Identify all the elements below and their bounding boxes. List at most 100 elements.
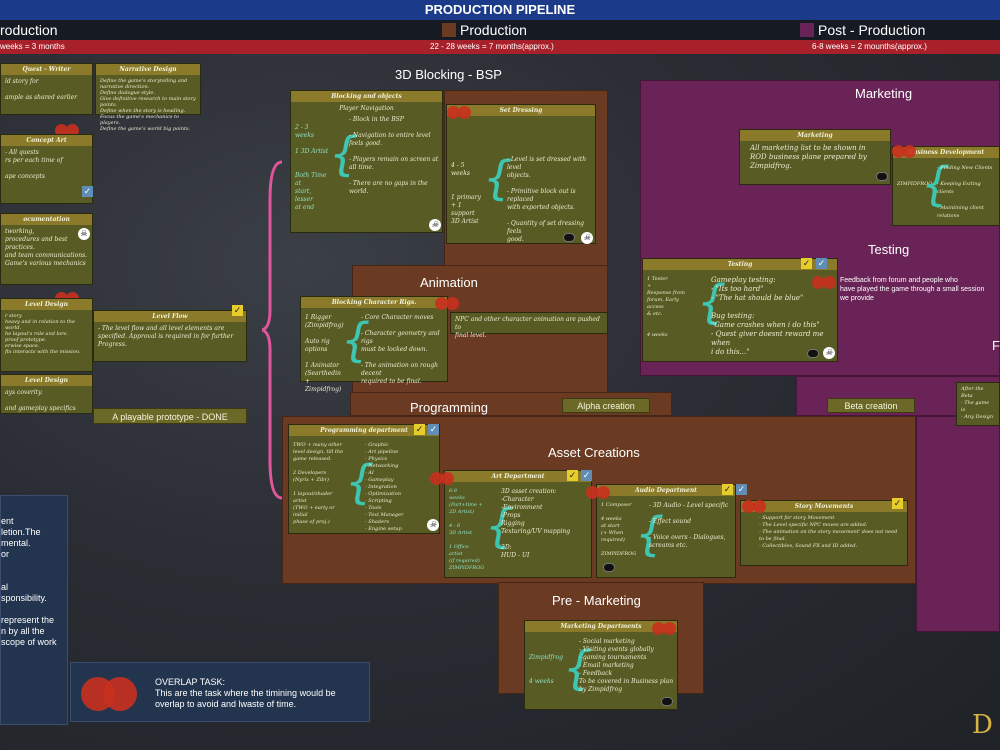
check-icon: ✓ (892, 498, 903, 509)
skull-icon: ☠ (427, 519, 439, 531)
card-right: - Core Character moves - Character geome… (361, 314, 440, 385)
card-right: - Finding New Clients - Keeping Exiting … (937, 165, 993, 219)
testing-card: Testing 1 Tester + Response from forum, … (642, 258, 838, 362)
overlap-icon (446, 297, 459, 310)
check-icon: ✓ (232, 305, 243, 316)
card-left: 6-8 weeks (Part+time + 2D Artist) 4 - 6 … (449, 488, 485, 571)
phase-post: Post - Production (800, 20, 925, 40)
overlap-icon (441, 472, 454, 485)
post-swatch (800, 23, 814, 37)
card-title: ocumentation (1, 214, 92, 225)
card-body: - The level flow and all level elements … (98, 325, 234, 348)
studio-logo-icon (876, 172, 888, 181)
production-swatch (442, 23, 456, 37)
overlap-icon (652, 622, 665, 635)
overlap-legend: OVERLAP TASK: This are the task where th… (70, 662, 370, 722)
marketing-title: Marketing (855, 86, 913, 101)
skull-icon: ☠ (429, 219, 441, 231)
card-title: Level Design (1, 299, 92, 310)
overlap-icon (586, 486, 599, 499)
animation-title: Animation (420, 275, 478, 290)
card-subtitle: Player Navigation (339, 105, 394, 112)
check-icon: ✓ (801, 258, 812, 269)
skull-icon: ☠ (823, 347, 835, 359)
business-development-card: Business Development ZIMPIDFROG { - Find… (892, 146, 1000, 226)
studio-logo-icon (661, 697, 673, 706)
level-design-2-card: Level Design ays coverity. and gameplay … (0, 374, 93, 414)
card-title: Marketing (740, 130, 890, 141)
checkbox-icon: ✓ (82, 186, 93, 197)
skull-icon: ☠ (581, 232, 593, 244)
card-title: Quest - Writer (1, 64, 92, 75)
premarketing-card: Marketing Departments Zimpidfrog 4 weeks… (524, 620, 678, 710)
check-icon: ✓ (722, 484, 733, 495)
alpha-label: Alpha creation (562, 398, 650, 413)
testing-title: Testing (868, 242, 910, 257)
card-left: ZIMPIDFROG (897, 181, 933, 187)
card-right: - Level is set dressed with level object… (507, 156, 587, 243)
brace-icon: { (483, 151, 513, 205)
card-left: 2 - 3 weeks 1 3D Artist Both Time at sta… (295, 124, 329, 211)
after-beta-card: After the Beta - The game is - Any Desig… (956, 382, 1000, 426)
overlap-line2: overlap to avoid and lwaste of time. (155, 699, 297, 709)
card-title: Narrative Design (96, 64, 200, 75)
card-title: Audio Department (597, 485, 735, 496)
art-department-card: Art Department 6-8 weeks (Part+time + 2D… (444, 470, 592, 578)
phase-production-label: Production (460, 22, 527, 38)
studio-logo-icon (563, 233, 575, 242)
card-title: Art Department (445, 471, 591, 482)
card-body: Define the game's storytelling and narra… (100, 78, 196, 132)
studio-logo-icon (807, 349, 819, 358)
set-dressing-card: Set Dressing 4 - 5 weeks 1 primary + 1 s… (446, 104, 596, 244)
overlap-icon (66, 124, 79, 137)
blocking-card: Blocking and objects Player Navigation 2… (290, 90, 443, 233)
assets-title: Asset Creations (548, 445, 640, 460)
card-title: Set Dressing (447, 105, 595, 116)
brace-icon: { (635, 507, 665, 561)
audio-department-card: Audio Department 1 Composer 4 weeks at s… (596, 484, 736, 578)
card-title: Story Movements (741, 501, 907, 512)
studio-logo-icon (603, 563, 615, 572)
programming-card: Programming department TWO + many other … (288, 424, 440, 534)
phase-post-label: Post - Production (818, 22, 926, 38)
card-left: 1 Composer 4 weeks at start (+ When requ… (601, 502, 637, 557)
overlap-icon (55, 124, 68, 137)
final-panel (916, 416, 1000, 632)
duration-bar: weeks = 3 months 22 - 28 weeks = 7 month… (0, 40, 1000, 54)
check-icon: ✓ (567, 470, 578, 481)
brace-icon: { (329, 127, 359, 181)
brace-icon: { (563, 641, 593, 695)
card-right: - Social marketing - Visiting events glo… (579, 638, 674, 693)
duration-prod: 22 - 28 weeks = 7 months(approx.) (430, 42, 554, 51)
card-right: - Block in the BSP - Navigation to entir… (349, 116, 439, 195)
overlap-icon (103, 677, 137, 711)
level-flow-card: Level Flow - The level flow and all leve… (93, 310, 247, 362)
phase-pre-label: roduction (0, 22, 58, 38)
card-title: Concept Art (1, 135, 92, 146)
testing-feedback-note: Feedback from forum and people who have … (840, 277, 985, 302)
legend-text-box: ent letion.The mental. or al sponsibilit… (0, 495, 68, 725)
brace-icon: { (341, 313, 371, 367)
card-title: Blocking Character Rigs. (301, 297, 447, 308)
documentation-card: ocumentation tworking, procedures and be… (0, 213, 93, 285)
card-title: Level Flow (94, 311, 246, 322)
card-right: - Graphic - Art pipeline - Physics - Net… (365, 442, 404, 532)
card-title: Blocking and objects (291, 91, 442, 102)
overlap-icon (753, 500, 766, 513)
card-body: All marketing list to be shown in ROD bu… (750, 144, 867, 170)
card-left: Zimpidfrog 4 weeks (529, 654, 563, 685)
check-icon: ✓ (414, 424, 425, 435)
phase-bar: roduction Production Post - Production (0, 20, 1000, 40)
card-left: 1 Tester + Response from forum, Early ac… (647, 276, 685, 338)
prototype-label: A playable prototype - DONE (93, 408, 247, 424)
game-logo: D (972, 710, 993, 740)
brace-icon: { (697, 275, 727, 329)
rigs-card: Blocking Character Rigs. 1 Rigger (Zimpi… (300, 296, 448, 393)
concept-art-card: Concept Art - All quests rs per each tim… (0, 134, 93, 204)
quest-writer-card: Quest - Writer ld story for ample as sha… (0, 63, 93, 115)
narrative-design-card: Narrative Design Define the game's story… (95, 63, 201, 132)
card-body: After the Beta - The game is - Any Desig… (961, 386, 994, 420)
final-phase-title: F (992, 338, 1000, 353)
marketing-card: Marketing All marketing list to be shown… (739, 129, 891, 185)
brace-icon: { (345, 455, 375, 509)
